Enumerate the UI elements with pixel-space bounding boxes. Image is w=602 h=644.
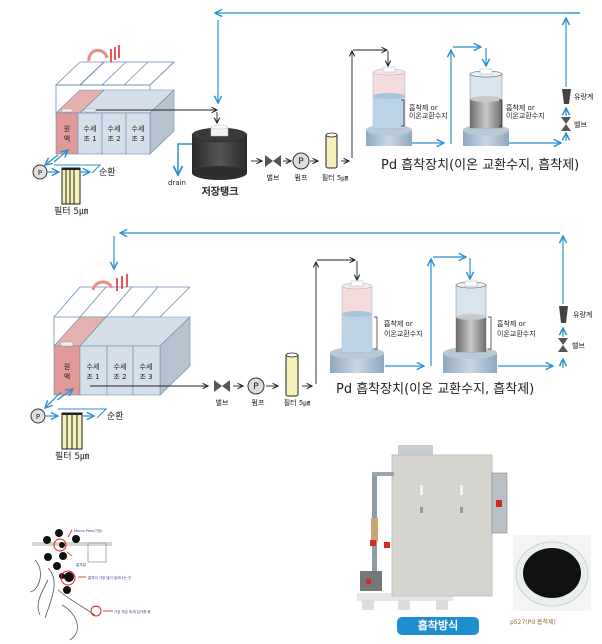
pump-icon: P bbox=[292, 152, 310, 170]
tank-label: 액 bbox=[64, 135, 70, 143]
down-arrows-icon bbox=[110, 45, 120, 62]
svg-text:P: P bbox=[253, 382, 259, 392]
rinse-tank-1 bbox=[79, 345, 108, 396]
pump-label: 펌프 bbox=[295, 173, 308, 182]
filter-cartridge-icon bbox=[325, 132, 338, 169]
flowmeter-label: 유량계 bbox=[573, 310, 592, 319]
wash-tank-block-1: 원 액 수세 조 1 수세 조 2 수세 조 3 bbox=[55, 61, 175, 155]
adsorbent-caption: p527(Pd 흡착제) bbox=[510, 619, 556, 626]
tank-label: 수세 bbox=[140, 362, 153, 371]
filter-label: 필터 5㎛ bbox=[284, 398, 311, 408]
cartridge-filter-icon bbox=[61, 412, 83, 450]
tank-label: 조 3 bbox=[139, 373, 152, 381]
transfer-arc-icon bbox=[87, 48, 109, 62]
adsorption-column-1 bbox=[330, 280, 384, 373]
adsorption-column-2 bbox=[443, 280, 497, 373]
tank-label: 수세 bbox=[108, 124, 121, 133]
adsorbent-label: 흡착제 or bbox=[506, 103, 535, 112]
drain-line bbox=[178, 143, 192, 175]
flowmeter-icon bbox=[559, 306, 568, 323]
tank-label: 조 1 bbox=[86, 373, 99, 381]
adsorbent-label: 이온교환수지 bbox=[409, 111, 448, 120]
adsorbent-label: 흡착제 or bbox=[497, 319, 526, 328]
valve-icon bbox=[214, 380, 230, 392]
device-title: Pd 흡착장치(이온 교환수지, 흡착제) bbox=[336, 382, 534, 397]
tank-label: 원 bbox=[64, 124, 70, 133]
tank-label: 수세 bbox=[114, 362, 127, 371]
equipment-photo bbox=[357, 445, 508, 610]
rinse-tank-2 bbox=[101, 112, 127, 155]
drain-label: drain bbox=[168, 179, 186, 187]
valve-label: 밸브 bbox=[216, 398, 229, 407]
svg-text:P: P bbox=[38, 169, 42, 177]
micro-pore-label: 가장 작은 미세 입자층 확 bbox=[114, 609, 151, 614]
adsorbent-label: 이온교환수지 bbox=[506, 111, 545, 120]
svg-text:P: P bbox=[36, 413, 40, 421]
cartridge-filter-icon bbox=[61, 167, 81, 205]
pore-label: Macro Pore(기공) bbox=[74, 528, 103, 533]
diagram-1: 원 액 수세 조 1 수세 조 2 수세 조 3 drain 저장탱크 bbox=[32, 13, 593, 217]
transfer-arc-icon bbox=[91, 280, 114, 291]
valve-icon bbox=[265, 155, 281, 167]
tank-label: 수세 bbox=[84, 124, 97, 133]
flowmeter-label: 유량계 bbox=[574, 92, 593, 101]
tank-label: 수세 bbox=[132, 124, 145, 133]
rinse-tank-2 bbox=[106, 345, 134, 396]
pump-label: 펌프 bbox=[252, 398, 265, 407]
adsorbent-label: 이온교환수지 bbox=[497, 329, 536, 338]
filter-left-label: 필터 5㎛ bbox=[54, 205, 88, 217]
valve-right-label: 밸브 bbox=[572, 341, 585, 350]
circulation-pump-icon: P bbox=[30, 408, 46, 424]
tank-label: 원 bbox=[64, 362, 70, 371]
tank-label: 조 3 bbox=[131, 135, 144, 143]
rinse-tank-3 bbox=[125, 112, 151, 155]
circulation-pump-icon: P bbox=[32, 164, 48, 180]
adsorption-site-label: 흡착이 가장 많이 일어나는 곳 bbox=[88, 575, 132, 580]
adsorption-method-badge: 흡착방식 bbox=[397, 617, 479, 635]
tank-label: 수세 bbox=[87, 362, 100, 371]
storage-tank bbox=[191, 124, 248, 180]
storage-tank-label: 저장탱크 bbox=[202, 185, 239, 198]
pump-icon: P bbox=[247, 377, 265, 395]
valve-right-icon bbox=[561, 117, 571, 131]
tank-label: 조 2 bbox=[113, 373, 126, 381]
rinse-tank-1 bbox=[77, 112, 103, 155]
filter-cartridge-icon bbox=[285, 352, 299, 397]
adsorption-column-2 bbox=[463, 68, 509, 146]
circulation-label: 순환 bbox=[107, 410, 124, 422]
valve-right-icon bbox=[558, 338, 568, 352]
filter-left-label: 필터 5㎛ bbox=[55, 450, 89, 462]
adsorbent-photo bbox=[513, 535, 591, 611]
circulation-label: 순환 bbox=[99, 166, 116, 178]
filter-label: 필터 5㎛ bbox=[322, 173, 349, 183]
valve-label: 밸브 bbox=[267, 173, 280, 182]
rinse-tank-3 bbox=[132, 345, 161, 396]
adsorbent-label: 이온교환수지 bbox=[384, 329, 423, 338]
adsorbate-label: 흡착질 bbox=[76, 562, 86, 567]
adsorbent-label: 흡착제 or bbox=[409, 103, 438, 112]
device-title: Pd 흡착장치(이온 교환수지, 흡착제) bbox=[381, 158, 579, 173]
raw-solution-tank bbox=[53, 345, 81, 396]
tank-label: 조 2 bbox=[107, 135, 120, 143]
adsorbent-label: 흡착제 or bbox=[384, 319, 413, 328]
wash-tank-block-2: 원 액 수세 조 1 수세 조 2 수세 조 3 bbox=[53, 286, 191, 396]
down-arrows-icon bbox=[116, 274, 128, 291]
adsorption-column-1 bbox=[366, 66, 412, 146]
flowmeter-icon bbox=[562, 89, 571, 104]
adsorbent-pore-illustration: Macro Pore(기공) 흡착질 흡착이 가장 많이 일어나는 곳 가장 작… bbox=[29, 528, 151, 641]
svg-text:P: P bbox=[298, 157, 304, 167]
tank-label: 조 1 bbox=[83, 135, 96, 143]
valve-right-label: 밸브 bbox=[574, 120, 587, 129]
tank-label: 액 bbox=[64, 373, 70, 381]
raw-solution-tank bbox=[55, 112, 79, 155]
diagram-2: 원 액 수세 조 1 수세 조 2 수세 조 3 밸브 P 펌프 bbox=[30, 233, 592, 462]
